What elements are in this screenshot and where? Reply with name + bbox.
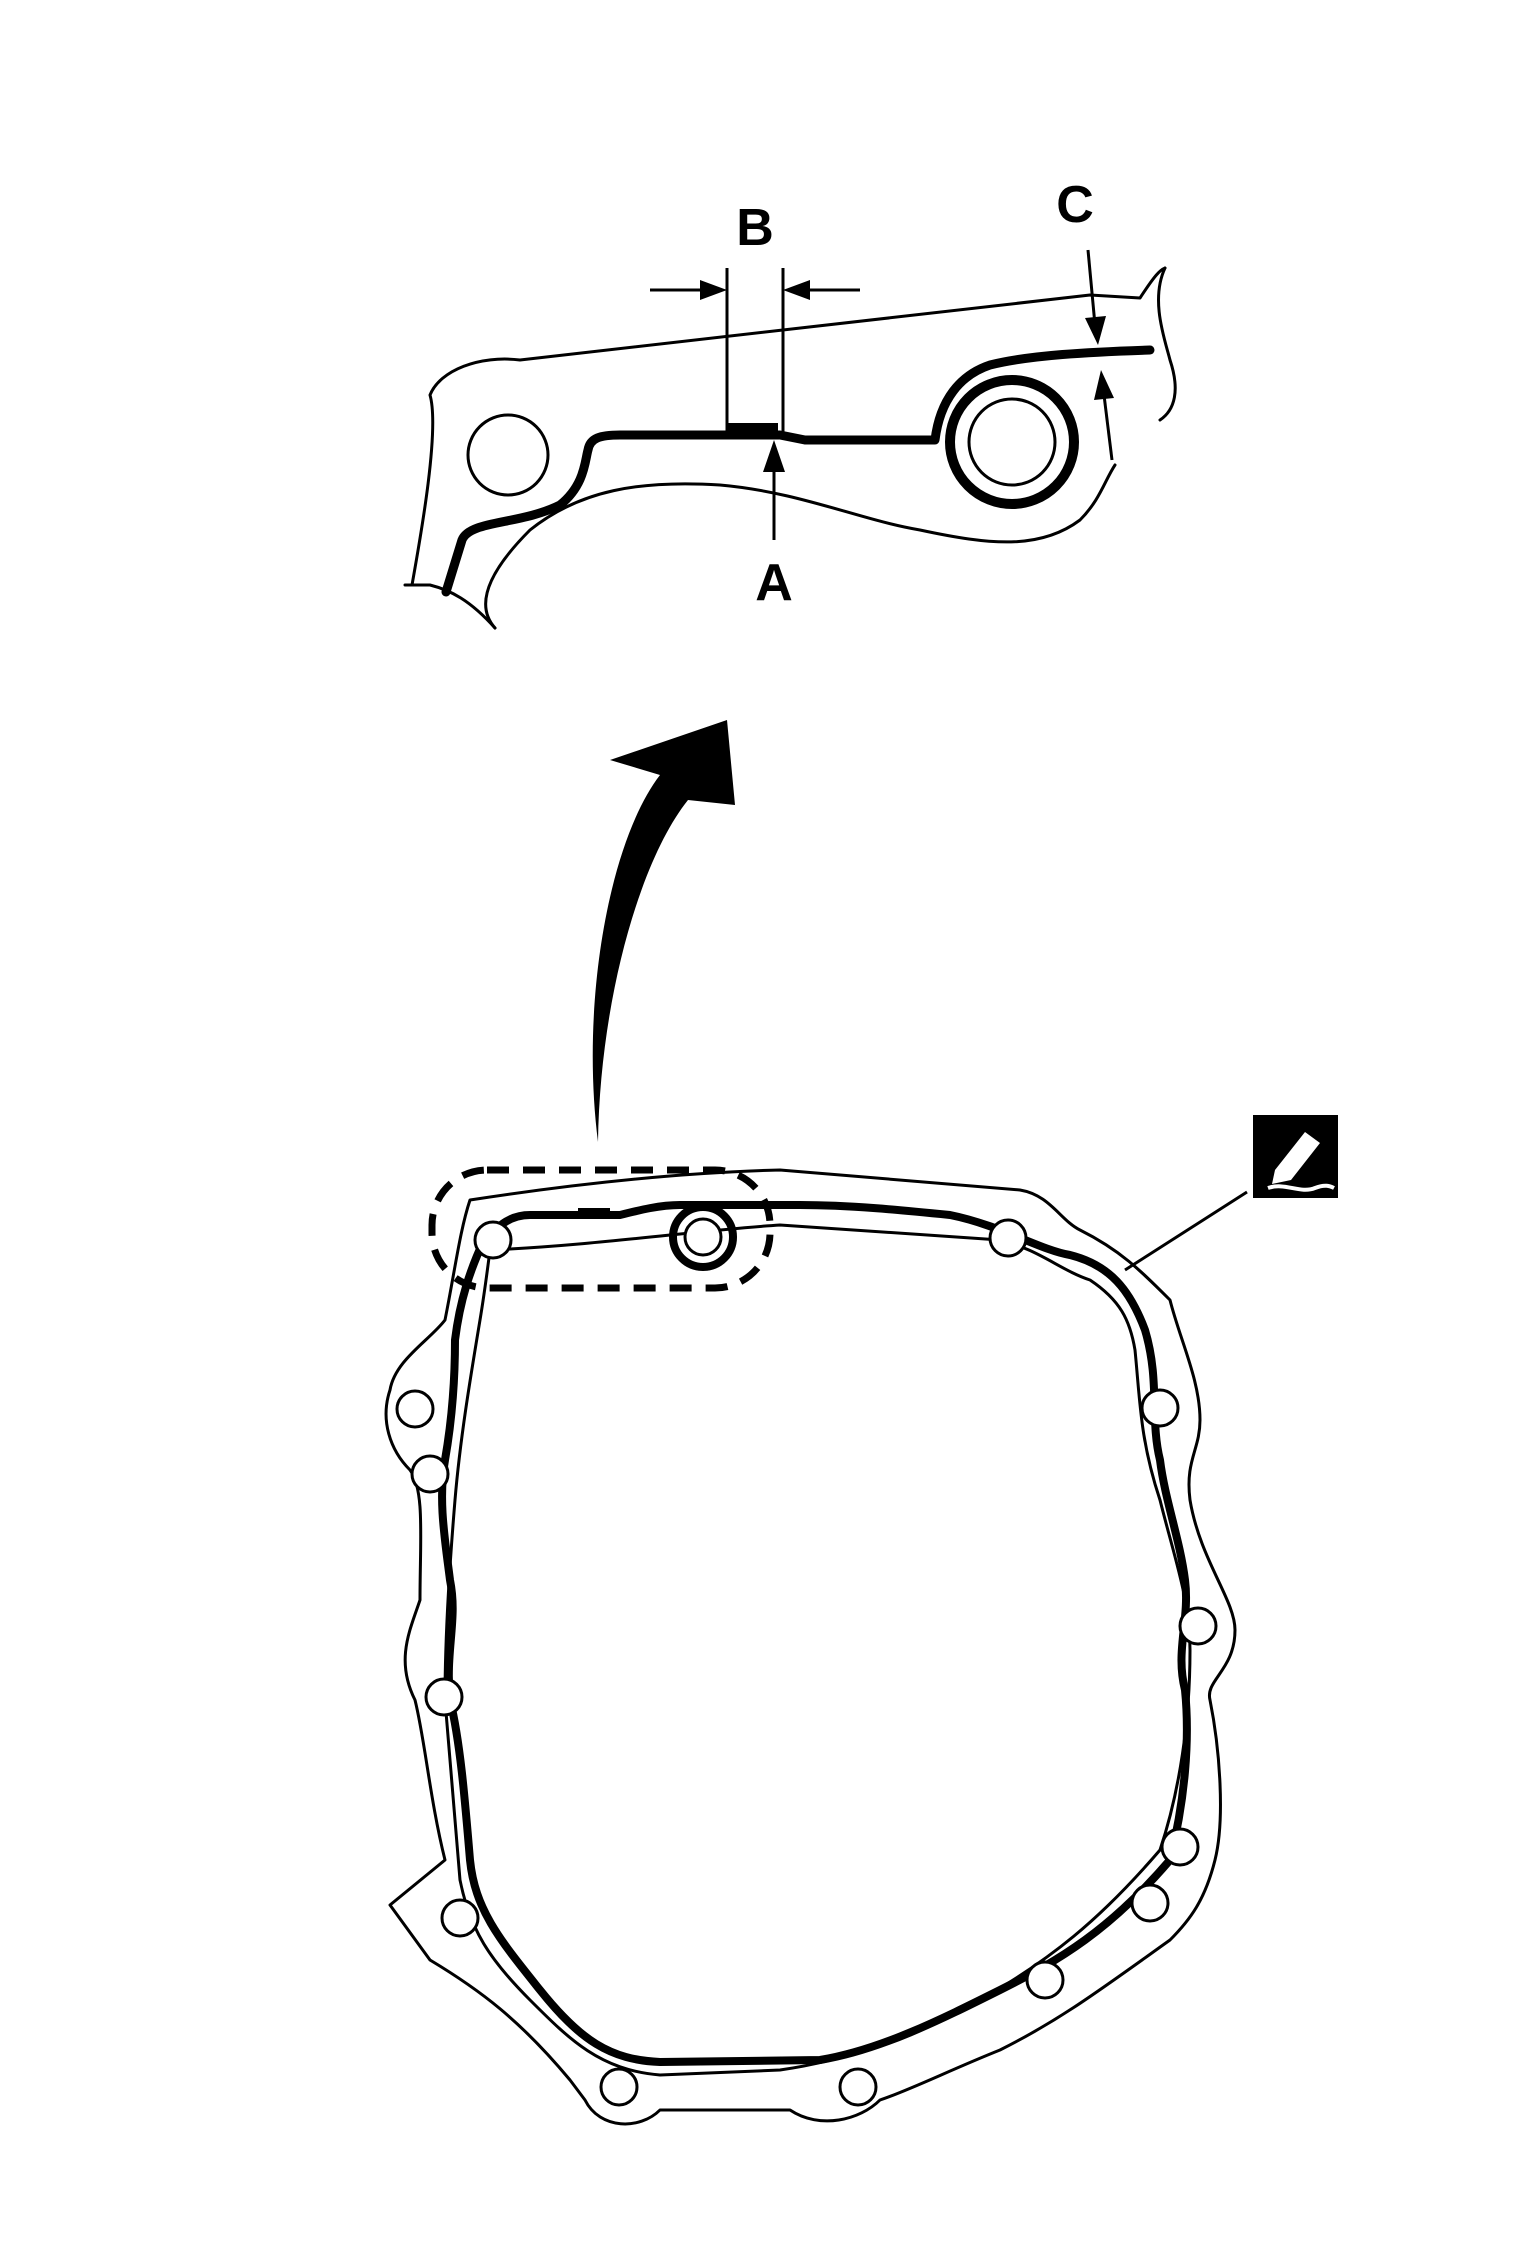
indicator-a-arrowhead	[763, 440, 785, 472]
detail-flange-right-edge	[1157, 266, 1177, 422]
detail-right-bolt-hole-outer	[945, 375, 1079, 509]
detail-view: B A C	[403, 176, 1177, 630]
sealant-tube-icon	[1253, 1115, 1338, 1198]
detail-region-marker	[428, 1166, 774, 1292]
cover-bolt-hole	[410, 1454, 450, 1494]
cover-bolt-hole	[599, 2067, 639, 2107]
cover-bolt-hole-ring	[669, 1203, 737, 1271]
dim-c-lower-line	[1102, 394, 1114, 461]
cover-bolt-hole	[424, 1677, 464, 1717]
dim-b-left-arrowhead	[700, 280, 727, 300]
cover-sealant-gap-mark	[578, 1208, 610, 1218]
label-a: A	[755, 554, 793, 612]
dim-c-lower-arrowhead	[1094, 370, 1114, 400]
cover-bolt-hole	[1025, 1960, 1065, 2000]
label-b: B	[736, 199, 774, 257]
cover-bolt-hole	[440, 1898, 480, 1938]
cover-bolt-hole	[1130, 1883, 1170, 1923]
cover-outer-outline	[384, 1168, 1237, 2126]
cover-bolt-hole	[395, 1389, 435, 1429]
detail-right-bolt-hole	[967, 397, 1057, 487]
detail-flange-outline	[410, 266, 1167, 587]
label-c: C	[1056, 176, 1094, 234]
detail-break-line	[403, 583, 497, 630]
cover-bolt-hole	[988, 1218, 1028, 1258]
cover-view	[384, 1166, 1237, 2126]
sealant-leader-line	[1124, 1190, 1248, 1272]
dim-c-upper-line	[1086, 249, 1097, 326]
detail-left-bolt-hole	[466, 413, 550, 497]
cover-bolt-hole	[473, 1220, 513, 1260]
cover-sealant-bead	[438, 1201, 1191, 2066]
detail-sealant-bead	[441, 345, 1155, 597]
zoom-arrow	[592, 720, 735, 1142]
cover-bolt-hole	[683, 1217, 723, 1257]
cover-bolt-hole	[838, 2067, 878, 2107]
detail-flange-inner-outline	[484, 463, 1117, 630]
dim-c-upper-arrowhead	[1085, 316, 1106, 345]
cover-bolt-hole	[1160, 1827, 1200, 1867]
cover-bolt-hole	[1178, 1606, 1218, 1646]
dim-b-right-arrowhead	[783, 280, 810, 300]
cover-bolt-hole	[1140, 1388, 1180, 1428]
